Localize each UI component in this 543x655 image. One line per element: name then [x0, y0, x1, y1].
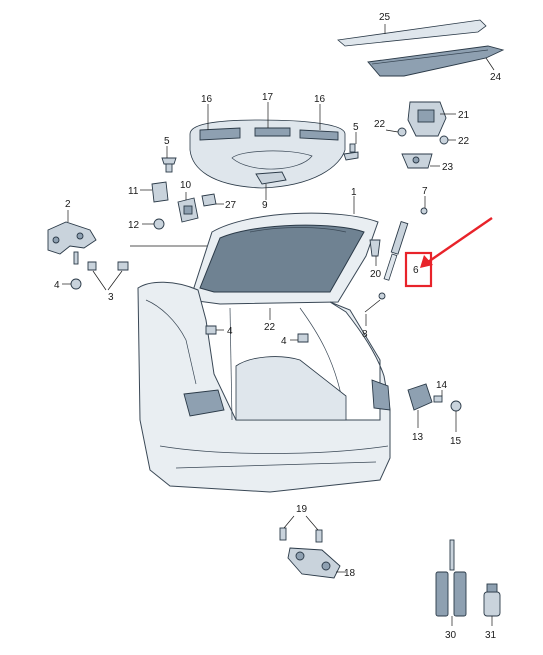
callout-23: 23	[442, 162, 454, 173]
callout-30: 30	[445, 630, 457, 641]
callout-21: 21	[458, 110, 470, 121]
bolt-part-22-right	[439, 135, 449, 145]
callout-19: 19	[296, 504, 308, 515]
bracket-part-10	[177, 197, 199, 223]
nut-body-right	[297, 333, 309, 343]
sealant-cartridge-part-30	[435, 539, 467, 617]
callout-14: 14	[436, 380, 448, 391]
hinge-bolt-b	[87, 261, 97, 271]
callout-6: 6	[413, 265, 419, 276]
cap-part-27	[201, 193, 217, 207]
callout-31: 31	[485, 630, 497, 641]
nut-left	[70, 278, 82, 290]
highlight-box	[404, 251, 433, 288]
lock-part-13	[407, 383, 433, 411]
callout-3: 3	[108, 292, 114, 303]
vehicle-body	[137, 281, 391, 493]
highlight-arrow	[420, 217, 493, 268]
callout-5-right: 5	[353, 122, 359, 133]
handle-part	[255, 171, 287, 185]
clip-right	[343, 143, 359, 161]
bolt-part-12	[153, 218, 165, 230]
cover-part-11	[151, 181, 169, 203]
callout-4-right: 4	[281, 336, 287, 347]
hinge-part	[47, 221, 97, 255]
callout-11: 11	[128, 186, 139, 197]
callout-22-right: 22	[458, 136, 470, 147]
callout-2: 2	[65, 199, 71, 210]
tailgate-part	[189, 212, 379, 305]
striker-part-23	[401, 153, 433, 169]
screw-part-19b	[315, 529, 323, 543]
callout-8: 8	[362, 329, 368, 340]
callout-25: 24	[490, 72, 502, 83]
callout-4-left: 4	[54, 280, 60, 291]
callout-7: 7	[422, 186, 428, 197]
callout-16-right: 16	[314, 94, 326, 105]
spoiler-lower-part	[367, 45, 505, 77]
callout-13: 13	[412, 432, 424, 443]
callout-16-left: 16	[201, 94, 213, 105]
callout-26: 25	[379, 12, 391, 23]
bracket-part-18	[287, 547, 341, 579]
bolt-part-22-left	[397, 127, 407, 137]
spoiler-upper-part	[337, 19, 487, 47]
callout-27: 27	[225, 200, 237, 211]
bottle-part-31	[483, 583, 501, 617]
tailgate-trim-panel	[189, 119, 346, 189]
hinge-bolt-a	[73, 251, 79, 265]
callout-18: 18	[344, 568, 356, 579]
callout-12: 12	[128, 220, 140, 231]
gas-strut-part	[378, 207, 428, 300]
bumper-part-20	[369, 239, 381, 257]
callout-4-mid: 4	[227, 326, 233, 337]
callout-20: 20	[370, 269, 382, 280]
screw-part-14	[433, 395, 443, 403]
screw-part-19a	[279, 527, 287, 541]
nut-body-left	[205, 325, 217, 335]
callout-9: 9	[262, 200, 268, 211]
callout-15: 15	[450, 436, 462, 447]
callout-22-left: 22	[374, 119, 386, 130]
hinge-bolt-c	[117, 261, 129, 271]
callout-5-left: 5	[164, 136, 170, 147]
clip-left	[161, 157, 177, 173]
nut-part-15	[450, 400, 462, 412]
lock-part-21	[407, 101, 447, 137]
callout-10: 10	[180, 180, 192, 191]
callout-17: 17	[262, 92, 274, 103]
callout-1: 1	[351, 187, 357, 198]
callout-24: 22	[264, 322, 276, 333]
